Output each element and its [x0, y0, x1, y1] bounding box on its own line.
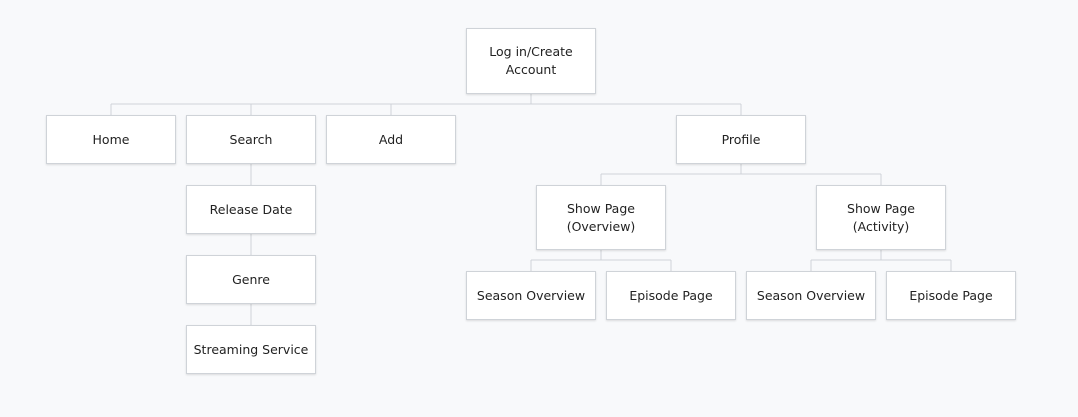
- node-genre-label: Genre: [232, 271, 270, 287]
- node-season-overview-2: Season Overview: [746, 271, 876, 320]
- node-streaming-service-label: Streaming Service: [193, 341, 309, 357]
- node-episode-page-1-label: Episode Page: [629, 287, 713, 303]
- node-add: Add: [326, 115, 456, 164]
- node-streaming-service: Streaming Service: [186, 325, 316, 374]
- node-profile-label: Profile: [721, 131, 761, 147]
- node-show-page-activity: Show Page (Activity): [816, 185, 946, 250]
- node-login-label: Log in/Create Account: [489, 44, 573, 77]
- node-search: Search: [186, 115, 316, 164]
- node-show-page-overview: Show Page (Overview): [536, 185, 666, 250]
- node-season-overview-1-label: Season Overview: [476, 287, 586, 303]
- node-add-label: Add: [378, 131, 404, 147]
- node-season-overview-1: Season Overview: [466, 271, 596, 320]
- node-season-overview-2-label: Season Overview: [756, 287, 866, 303]
- node-show-page-overview-label: Show Page (Overview): [566, 200, 636, 234]
- node-episode-page-2: Episode Page: [886, 271, 1016, 320]
- node-episode-page-2-label: Episode Page: [909, 287, 993, 303]
- node-login: Log in/Create Account: [466, 28, 596, 94]
- node-episode-page-1: Episode Page: [606, 271, 736, 320]
- node-release-date-label: Release Date: [209, 201, 293, 217]
- node-show-page-activity-label: Show Page (Activity): [847, 200, 915, 234]
- node-profile: Profile: [676, 115, 806, 164]
- node-search-label: Search: [229, 131, 273, 147]
- node-genre: Genre: [186, 255, 316, 304]
- node-home-label: Home: [92, 131, 130, 147]
- node-release-date: Release Date: [186, 185, 316, 234]
- node-home: Home: [46, 115, 176, 164]
